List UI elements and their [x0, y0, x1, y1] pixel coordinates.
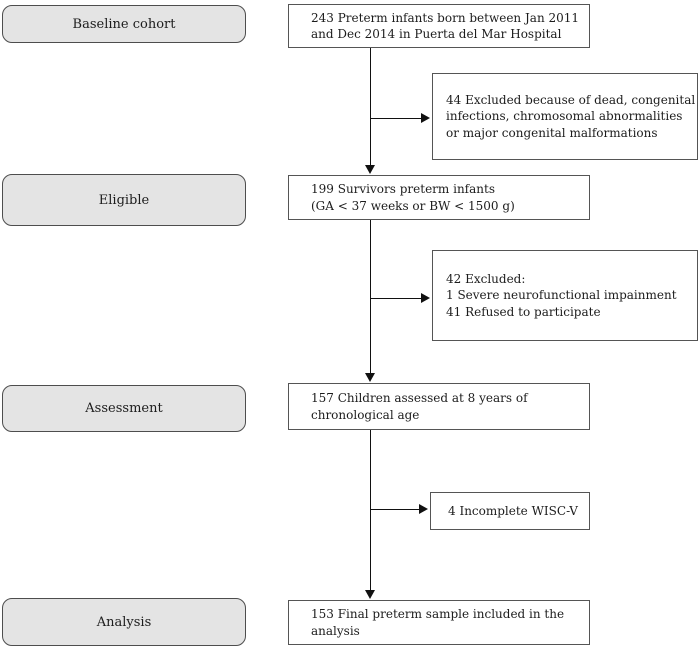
flow-box-text: 153 Final preterm sample included in the…	[311, 607, 565, 638]
stage-label-eligible: Eligible	[2, 174, 246, 226]
flow-box-text: 243 Preterm infants born between Jan 201…	[311, 10, 580, 41]
exclusion-box-text: 44 Excluded because of dead, congenital …	[446, 93, 696, 140]
flow-box-text: 199 Survivors preterm infants (GA < 37 w…	[311, 182, 515, 213]
connector-line-branch-1	[370, 118, 422, 119]
stage-label-baseline-cohort: Baseline cohort	[2, 5, 246, 43]
arrow-down-icon	[365, 373, 375, 382]
exclusion-box-text: 42 Excluded: 1 Severe neurofunctional im…	[446, 272, 677, 319]
flow-box-final-sample: 153 Final preterm sample included in the…	[288, 600, 590, 645]
stage-label-text: Analysis	[96, 614, 152, 630]
arrow-right-icon	[419, 504, 428, 514]
exclusion-box-incomplete-wisc: 4 Incomplete WISC-V	[430, 492, 590, 530]
stage-label-text: Eligible	[98, 192, 150, 208]
arrow-down-icon	[365, 590, 375, 599]
arrow-down-icon	[365, 165, 375, 174]
arrow-right-icon	[421, 293, 430, 303]
connector-line-branch-2	[370, 298, 422, 299]
flow-box-assessed: 157 Children assessed at 8 years of chro…	[288, 383, 590, 430]
exclusion-box-dead-congenital: 44 Excluded because of dead, congenital …	[432, 73, 698, 160]
stage-label-text: Baseline cohort	[72, 16, 176, 32]
flow-box-text: 157 Children assessed at 8 years of chro…	[311, 391, 528, 422]
stage-label-text: Assessment	[85, 401, 163, 416]
exclusion-box-refused: 42 Excluded: 1 Severe neurofunctional im…	[432, 250, 698, 341]
flow-box-baseline-cohort: 243 Preterm infants born between Jan 201…	[288, 4, 590, 48]
stage-label-analysis: Analysis	[2, 598, 246, 646]
flow-box-survivors: 199 Survivors preterm infants (GA < 37 w…	[288, 175, 590, 220]
connector-line-branch-3	[370, 509, 421, 510]
connector-line-vertical-3	[370, 430, 371, 591]
connector-line-vertical-2	[370, 220, 371, 374]
exclusion-box-text: 4 Incomplete WISC-V	[448, 503, 578, 518]
arrow-right-icon	[421, 113, 430, 123]
stage-label-assessment: Assessment	[2, 385, 246, 432]
connector-line-vertical-1	[370, 48, 371, 166]
